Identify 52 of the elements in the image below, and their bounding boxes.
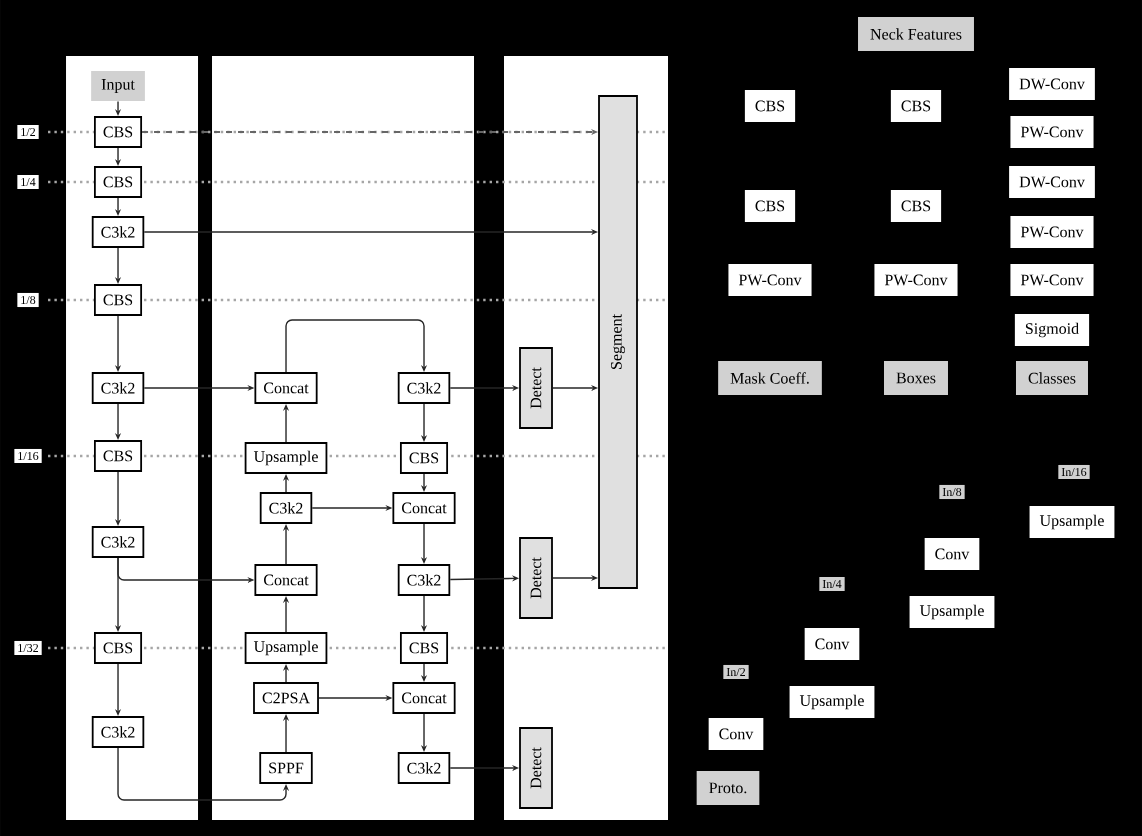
layer-box: PW-Conv [874,264,958,296]
process-box: CBS [400,632,449,664]
process-box: SPPF [259,752,313,784]
process-box: C3k2 [397,564,451,596]
process-box: C3k2 [91,716,145,748]
layer-box: DW-Conv [1009,166,1095,198]
process-box: CBS [94,632,143,664]
input-box: Input [91,71,145,101]
process-box: C2PSA [253,682,319,714]
output-box: Boxes [884,361,948,395]
layer-box: PW-Conv [728,264,812,296]
layer-box: CBS [744,90,796,122]
layer-box: CBS [890,190,942,222]
process-box: CBS [94,116,143,148]
detect-box: Detect [519,537,553,619]
layer-box: Conv [804,628,860,660]
detect-box: Detect [519,347,553,429]
process-box: C3k2 [397,372,451,404]
layer-box: PW-Conv [1010,216,1094,248]
process-box: C3k2 [91,216,145,248]
segment-box: Segment [598,95,638,589]
detect-box: Detect [519,727,553,809]
output-box: Classes [1016,361,1088,395]
process-box: CBS [400,442,449,474]
process-box: CBS [94,440,143,472]
process-box: C3k2 [91,526,145,558]
layer-box: CBS [744,190,796,222]
process-box: C3k2 [397,752,451,784]
layer-box: CBS [890,90,942,122]
output-box: Neck Features [858,17,974,51]
layer-box: PW-Conv [1010,116,1094,148]
output-box: Proto. [696,771,760,805]
layer-box: Conv [924,538,980,570]
layer-box: Sigmoid [1014,314,1090,346]
layer-box: Upsample [789,686,875,718]
layer-box: Upsample [1029,506,1115,538]
layer-box: DW-Conv [1009,68,1095,100]
arrow [285,319,428,373]
process-box: Concat [254,372,318,404]
process-box: C3k2 [259,492,313,524]
process-box: Concat [392,492,456,524]
layer-box: Conv [708,718,764,750]
process-box: Concat [392,682,456,714]
process-box: Concat [254,564,318,596]
process-box: CBS [94,166,143,198]
process-box: Upsample [244,442,328,474]
process-box: Upsample [244,632,328,664]
layer-box: Upsample [909,596,995,628]
process-box: CBS [94,284,143,316]
output-box: Mask Coeff. [718,361,822,395]
process-box: C3k2 [91,372,145,404]
layer-box: PW-Conv [1010,264,1094,296]
